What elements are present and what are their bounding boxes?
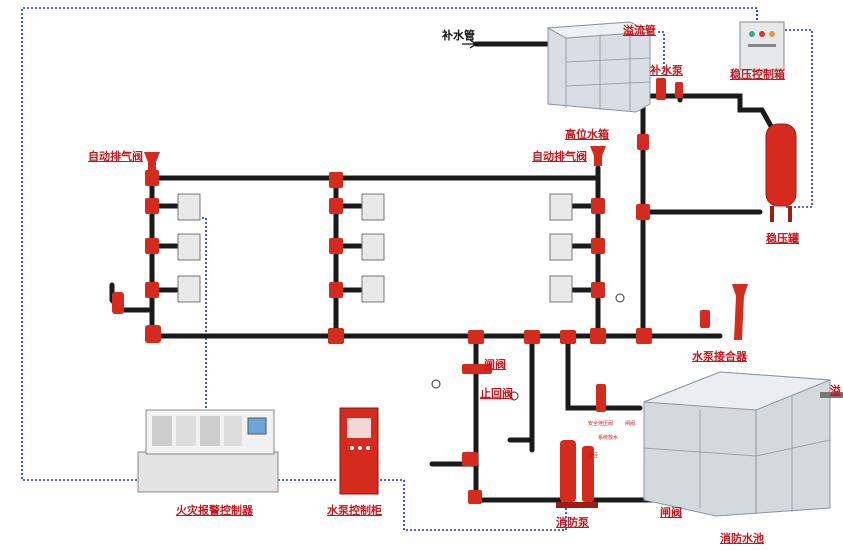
- pressure-gauges: [431, 293, 625, 401]
- fire-alarm-controller: [137, 409, 279, 493]
- pressure-control-box: [739, 21, 785, 71]
- fire-pump-label: 消防泵: [556, 516, 589, 529]
- test-drain-label: 系统放水: [598, 435, 619, 441]
- high-tank-label: 高位水箱: [565, 128, 609, 141]
- gate-valve-lower-label: 闸阀: [660, 506, 682, 519]
- high-water-tank: [546, 21, 652, 113]
- auto-vent-valve-right-label: 自动排气阀: [532, 150, 587, 163]
- edge-cut-label: 溢: [830, 384, 841, 397]
- pump-control-cabinet-label: 水泵控制柜: [327, 504, 382, 517]
- pressure-control-box-label: 稳压控制箱: [730, 68, 785, 81]
- auto-vent-valve-left-label: 自动排气阀: [88, 150, 143, 163]
- check-valve-label: 止回阀: [480, 387, 513, 400]
- pressure-tank: [765, 123, 797, 222]
- pipe-fittings: [112, 78, 748, 504]
- signal-wiring: [21, 7, 813, 531]
- pressure-tank-label: 稳压罐: [766, 232, 799, 245]
- fire-pool-label: 消防水池: [720, 532, 764, 545]
- pump-connector-label: 水泵接合器: [692, 350, 747, 363]
- safety-relief-valve-label: 安全泄压阀: [588, 421, 614, 427]
- flow-arrow-icon: [462, 39, 478, 49]
- overflow-pipe-label: 溢流管: [623, 24, 656, 37]
- hydrant-cabinets: [177, 193, 573, 303]
- fire-water-pool: [643, 371, 843, 517]
- fire-alarm-controller-label: 火灾报警控制器: [176, 504, 253, 517]
- small-gate-label: 闸阀: [625, 421, 636, 427]
- gate-valve-upper-label: 闸阀: [484, 358, 506, 371]
- fire-pumps: [556, 440, 598, 508]
- pump-control-cabinet: [339, 407, 379, 495]
- makeup-pipe-label: 补水管: [442, 29, 475, 42]
- small-reducer-label: 变径: [588, 453, 599, 459]
- makeup-pump-label: 补水泵: [650, 64, 683, 77]
